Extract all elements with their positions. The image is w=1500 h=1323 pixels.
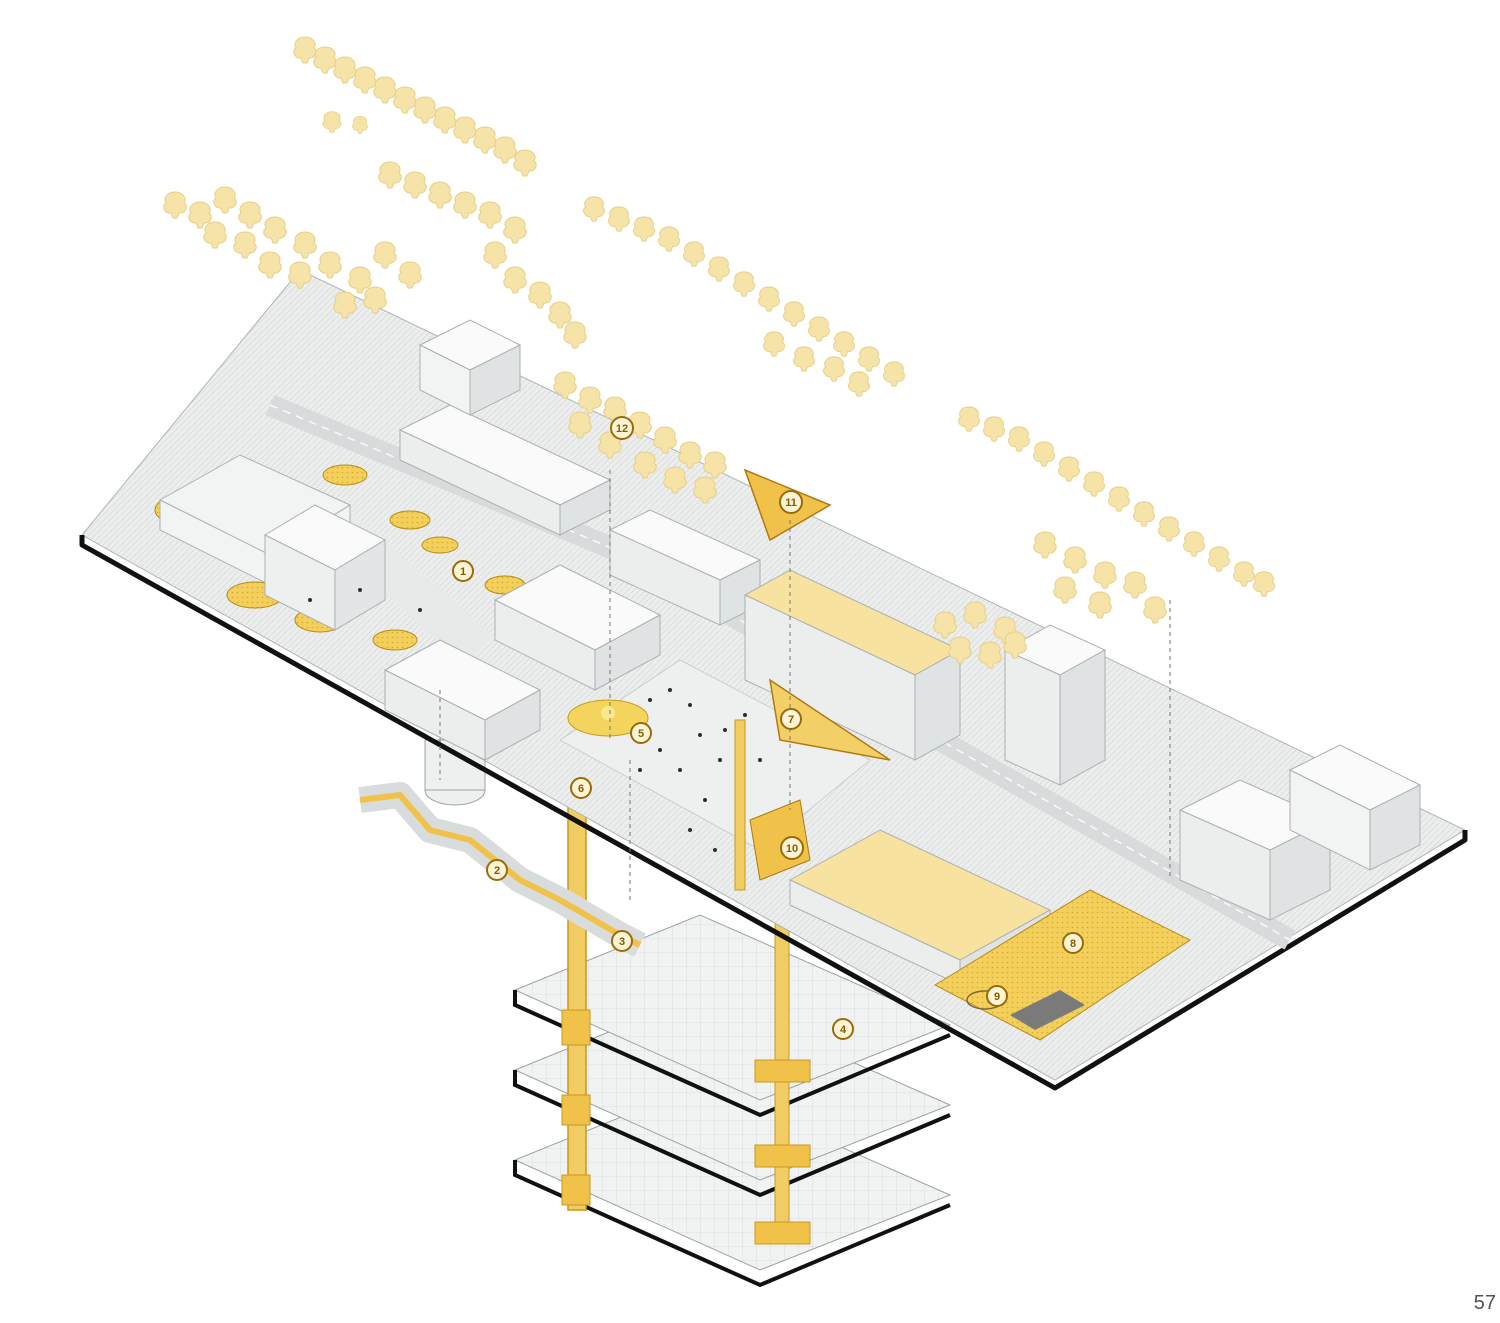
svg-text:12: 12 [616, 423, 628, 435]
marker-4: 4 [832, 1018, 854, 1040]
projection-lines [439, 470, 1171, 900]
markers: 1 2 3 4 5 6 7 8 [452, 416, 1084, 1040]
svg-text:6: 6 [578, 783, 584, 795]
marker-12: 12 [610, 416, 634, 440]
svg-text:1: 1 [460, 566, 466, 578]
buildings [158, 319, 1422, 986]
svg-text:10: 10 [786, 843, 798, 855]
marker-2: 2 [486, 859, 508, 881]
svg-text:7: 7 [788, 714, 794, 726]
marker-7: 7 [780, 708, 802, 730]
tree-row-right [957, 406, 1276, 597]
marker-1: 1 [452, 560, 474, 582]
svg-text:11: 11 [785, 497, 797, 509]
marker-8: 8 [1062, 932, 1084, 954]
svg-text:3: 3 [619, 936, 625, 948]
tree-row-top [293, 36, 537, 177]
svg-text:4: 4 [840, 1024, 847, 1036]
marker-3: 3 [611, 930, 633, 952]
tree-row-middle [582, 196, 906, 397]
marker-10: 10 [780, 836, 804, 860]
svg-text:5: 5 [638, 728, 644, 740]
central-plaza [308, 588, 1122, 967]
svg-text:8: 8 [1070, 938, 1076, 950]
marker-6: 6 [570, 777, 592, 799]
page-number: 57 [1473, 1292, 1496, 1314]
svg-text:9: 9 [994, 991, 1000, 1003]
elevator-core [561, 779, 811, 1245]
marker-11: 11 [779, 490, 803, 514]
marker-9: 9 [986, 985, 1008, 1007]
svg-text:2: 2 [494, 865, 500, 877]
marker-5: 5 [630, 722, 652, 744]
